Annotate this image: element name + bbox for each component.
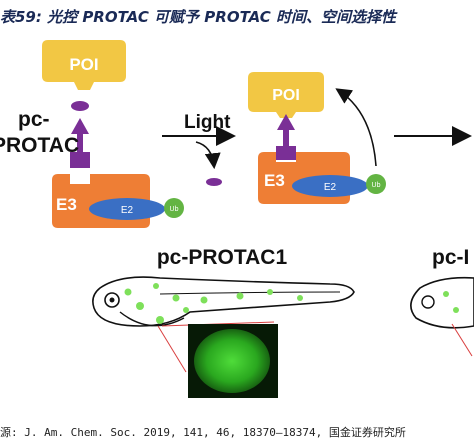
light-label: Light <box>184 112 231 133</box>
fish2-eye <box>421 295 435 309</box>
dot <box>172 294 180 302</box>
cage-block-left <box>70 152 90 168</box>
zebrafish-embryo-2 <box>410 276 474 357</box>
pc-label-line1: pc- <box>18 108 50 131</box>
fish-yolk-outline <box>119 311 185 327</box>
zoom-line-left <box>157 325 187 373</box>
fluorescent-dots <box>124 283 303 324</box>
micrograph-cell <box>194 329 270 393</box>
figure-title: 表59: 光控 PROTAC 可赋予 PROTAC 时间、空间选择性 <box>0 8 397 26</box>
zebrafish-label-1: pc-PROTAC1 <box>157 246 288 269</box>
dot <box>183 307 189 313</box>
dot <box>136 302 144 310</box>
dot <box>200 296 208 304</box>
zebrafish-label-2: pc-I <box>432 246 469 269</box>
linker-arrowhead-left <box>71 118 89 134</box>
poi-label-left: POI <box>69 55 98 74</box>
poi-target-left <box>42 40 126 90</box>
dot <box>443 291 449 297</box>
left-panel: POI pc- PROTAC E3 E2 Ub <box>0 40 184 228</box>
dot <box>124 288 132 296</box>
protac-diagram: POI pc- PROTAC E3 E2 Ub Light POI E3 E2 <box>0 40 474 398</box>
released-cage <box>206 178 222 186</box>
ub-label-left: Ub <box>170 206 179 213</box>
zebrafish-embryo-1 <box>92 276 355 398</box>
dot <box>297 295 303 301</box>
linker-arrowhead-right <box>277 114 295 130</box>
ub-transfer-arrow <box>335 88 377 167</box>
right-panel: POI E3 E2 Ub <box>248 72 472 204</box>
light-step: Light <box>162 112 236 186</box>
poi-target-right <box>248 72 324 118</box>
dot <box>267 289 273 295</box>
dot <box>156 316 164 324</box>
ub-label-right: Ub <box>372 182 381 189</box>
ubiquitin-left <box>164 198 184 218</box>
dot <box>153 283 159 289</box>
e2-enzyme-left <box>89 198 165 220</box>
fish-eye-pupil <box>109 297 115 303</box>
release-arrow <box>195 141 221 170</box>
fish2-zoom-line <box>451 323 473 357</box>
pc-label-line2: PROTAC <box>0 134 79 157</box>
figure-source: 源: J. Am. Chem. Soc. 2019, 141, 46, 1837… <box>0 426 406 439</box>
fish2-body-outline <box>410 276 474 329</box>
ubiquitin-right <box>366 174 386 194</box>
e3-label-left: E3 <box>56 195 77 214</box>
fish-body-outline <box>92 276 355 327</box>
dot <box>453 307 459 313</box>
e2-enzyme-right <box>292 175 368 197</box>
e3-label-right: E3 <box>264 171 285 190</box>
fish-notochord <box>159 291 341 295</box>
cage-block-right <box>276 146 296 160</box>
e2-label-right: E2 <box>324 182 337 193</box>
e2-label-left: E2 <box>121 205 134 216</box>
poi-label-right: POI <box>272 87 300 104</box>
warhead-left <box>71 101 89 111</box>
dot <box>236 292 244 300</box>
